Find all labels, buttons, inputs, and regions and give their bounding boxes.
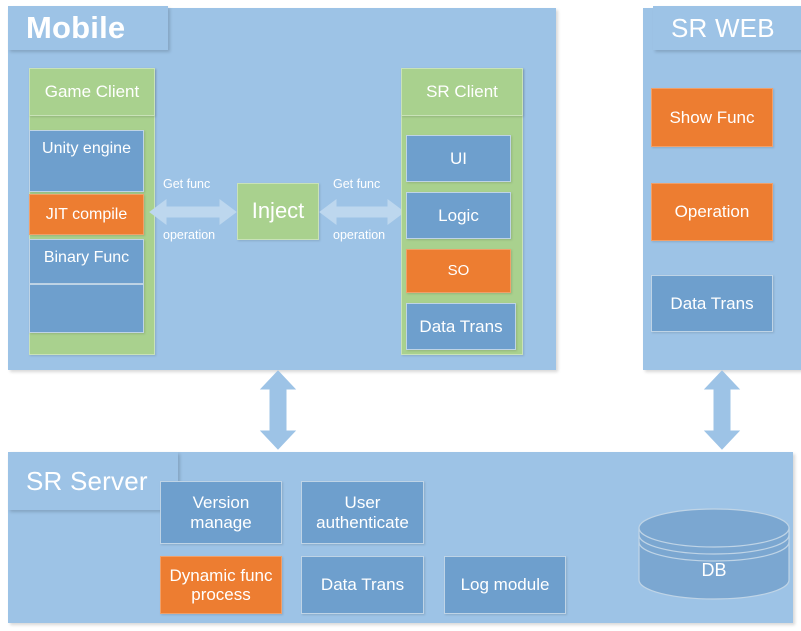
- arrow-inject-sr-client: [319, 196, 405, 228]
- sr-client-item-data-trans[interactable]: Data Trans: [406, 303, 516, 350]
- arrow-left-top-label: Get func: [163, 177, 211, 191]
- database-label: DB: [701, 560, 727, 580]
- sr-server-item-data-trans[interactable]: Data Trans: [301, 556, 424, 614]
- sr-client-item-ui[interactable]: UI: [406, 135, 511, 182]
- sr-client-item-logic[interactable]: Logic: [406, 192, 511, 239]
- mobile-panel-title: Mobile: [8, 6, 168, 50]
- game-client-header: Game Client: [29, 68, 155, 116]
- sr-server-item-dynamic-func-process[interactable]: Dynamic func process: [160, 556, 282, 614]
- arrow-right-top-label: Get func: [333, 177, 381, 191]
- sr-server-item-version-manage[interactable]: Version manage: [160, 481, 282, 544]
- sr-web-panel-title: SR WEB: [653, 6, 801, 50]
- arrow-sr-web-to-sr-server: [702, 370, 742, 450]
- game-client-item-jit-compile[interactable]: JIT compile: [29, 194, 144, 235]
- game-client-item-binary-func[interactable]: Binary Func: [29, 239, 144, 284]
- database-cylinder[interactable]: DB: [638, 508, 790, 600]
- sr-client-item-so[interactable]: SO: [406, 249, 511, 293]
- sr-server-item-log-module[interactable]: Log module: [444, 556, 566, 614]
- sr-server-item-user-authenticate[interactable]: User authenticate: [301, 481, 424, 544]
- arrow-right-bottom-label: operation: [333, 228, 386, 242]
- game-client-item-empty[interactable]: [29, 284, 144, 333]
- sr-client-header: SR Client: [401, 68, 523, 116]
- sr-server-panel-title: SR Server: [8, 452, 178, 510]
- game-client-item-unity-engine[interactable]: Unity engine: [29, 130, 144, 192]
- sr-web-item-data-trans[interactable]: Data Trans: [651, 275, 773, 332]
- arrow-mobile-to-sr-server: [258, 370, 298, 450]
- arrow-left-bottom-label: operation: [163, 228, 216, 242]
- sr-web-item-show-func[interactable]: Show Func: [651, 88, 773, 147]
- sr-web-item-operation[interactable]: Operation: [651, 183, 773, 241]
- arrow-game-client-inject: [149, 196, 237, 228]
- inject-block[interactable]: Inject: [237, 183, 319, 240]
